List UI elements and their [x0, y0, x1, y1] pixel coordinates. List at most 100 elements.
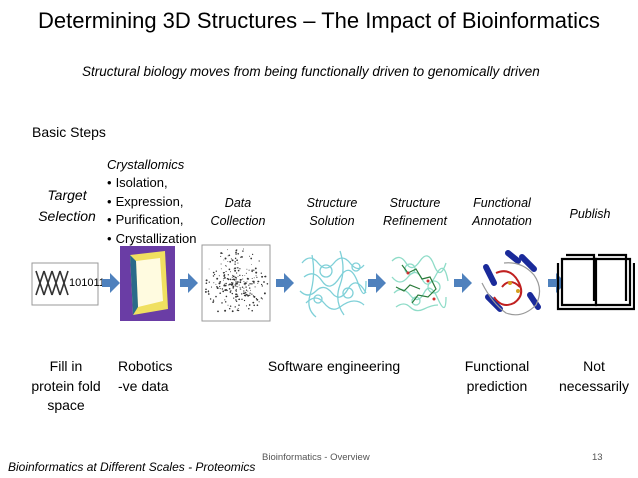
footer-center: Bioinformatics - Overview: [262, 452, 370, 463]
diffraction-spot: [245, 286, 247, 288]
diffraction-spot: [218, 282, 221, 285]
diffraction-spot: [242, 248, 244, 250]
diffraction-spot: [249, 294, 251, 296]
diffraction-spot: [220, 255, 222, 257]
open-book-icon: [556, 253, 635, 311]
arrow-right-icon: [454, 273, 472, 293]
crystal-image: [120, 246, 175, 321]
crystallomics-item: Isolation,: [107, 174, 196, 193]
diffraction-spot: [254, 286, 256, 288]
diffraction-spot: [229, 278, 232, 281]
diffraction-spot: [248, 304, 251, 306]
diffraction-spot: [239, 256, 242, 258]
diffraction-spot: [235, 295, 237, 298]
diffraction-spot: [238, 284, 240, 286]
diffraction-spot: [235, 278, 237, 280]
diffraction-spot: [238, 309, 240, 312]
bottom-robotics: Robotics -ve data: [118, 358, 173, 394]
diffraction-spot: [237, 275, 239, 277]
diffraction-spot: [239, 286, 241, 289]
diffraction-spot: [235, 282, 237, 284]
diffraction-spot: [236, 259, 238, 262]
diffraction-spot: [258, 281, 260, 282]
diffraction-spot: [216, 277, 219, 280]
diffraction-spot: [248, 269, 250, 271]
bottom-functional-prediction: Functional prediction: [464, 358, 530, 394]
step-functional-annotation: Functional Annotation: [472, 196, 532, 228]
diffraction-spot: [242, 292, 245, 295]
diffraction-spot: [223, 284, 226, 287]
diffraction-spot: [224, 272, 225, 273]
diffraction-spot: [224, 299, 226, 301]
diffraction-spot: [208, 268, 210, 270]
diffraction-spot: [260, 283, 263, 286]
diffraction-spot: [233, 268, 235, 270]
diffraction-spot: [228, 284, 230, 286]
diffraction-spot: [232, 285, 235, 288]
arrow-right-icon: [180, 273, 198, 293]
diffraction-spot: [237, 252, 240, 255]
diffraction-spot: [250, 289, 251, 291]
diffraction-spot: [232, 278, 234, 281]
diffraction-spot: [237, 308, 239, 309]
diffraction-spot: [248, 284, 250, 286]
diffraction-spot: [225, 265, 227, 267]
diffraction-spot: [232, 287, 235, 289]
diffraction-spot: [215, 295, 217, 298]
diffraction-spot: [218, 275, 220, 277]
step-crystallomics-heading: Crystallomics: [107, 157, 185, 172]
diffraction-spot: [221, 288, 224, 290]
diffraction-spot: [258, 301, 260, 303]
diffraction-spot: [234, 261, 236, 263]
diffraction-spot: [244, 275, 246, 277]
diffraction-spot: [239, 281, 242, 284]
diffraction-spot: [256, 304, 259, 306]
sequence-image: 101011: [31, 262, 105, 306]
diffraction-spot: [222, 290, 225, 293]
diffraction-spot: [235, 300, 238, 302]
diffraction-spot: [215, 283, 217, 285]
diffraction-spot: [249, 287, 251, 289]
bottom-software-engineering: Software engineering: [267, 358, 401, 374]
diffraction-spot: [228, 268, 231, 271]
diffraction-spot: [231, 310, 234, 313]
diffraction-spot: [242, 250, 244, 252]
bottom-not-necessarily: Not necessarily: [558, 358, 630, 394]
diffraction-spot: [234, 269, 237, 272]
diffraction-spot: [231, 259, 234, 262]
pipeline-image-row: 101011: [31, 244, 635, 322]
step-structure-refinement: Structure Refinement: [383, 196, 447, 228]
diffraction-spot: [212, 271, 215, 274]
diffraction-spot: [238, 304, 240, 306]
diffraction-spot: [240, 278, 242, 281]
diffraction-spot: [236, 293, 238, 296]
step-data-collection: Data Collection: [210, 196, 266, 228]
diffraction-spot: [228, 307, 231, 310]
diffraction-spot: [261, 275, 264, 278]
diffraction-spot: [205, 282, 208, 285]
diffraction-spot: [208, 281, 210, 283]
diffraction-spot: [231, 283, 234, 286]
diffraction-spot: [216, 285, 218, 288]
diffraction-spot: [256, 276, 258, 278]
diffraction-spot: [219, 281, 222, 283]
diffraction-spot: [237, 281, 239, 283]
diffraction-spot: [224, 301, 227, 303]
diffraction-spot: [244, 291, 246, 294]
diffraction-spot: [257, 283, 259, 285]
diffraction-spot: [234, 306, 236, 308]
diffraction-spot: [226, 289, 228, 292]
diffraction-spot: [231, 292, 234, 295]
step-target-selection: Target Selection: [38, 187, 96, 224]
diffraction-spot: [224, 283, 225, 285]
slide-title: Determining 3D Structures – The Impact o…: [37, 8, 601, 33]
diffraction-spot: [242, 275, 244, 277]
diffraction-spot: [235, 280, 237, 282]
diffraction-spot: [244, 284, 246, 286]
diffraction-spot: [213, 273, 216, 276]
diffraction-spot: [220, 268, 222, 270]
diffraction-spot: [224, 289, 227, 292]
slide-subtitle: Structural biology moves from being func…: [82, 64, 540, 79]
diffraction-spot: [253, 295, 256, 298]
diffraction-spot: [266, 283, 269, 285]
